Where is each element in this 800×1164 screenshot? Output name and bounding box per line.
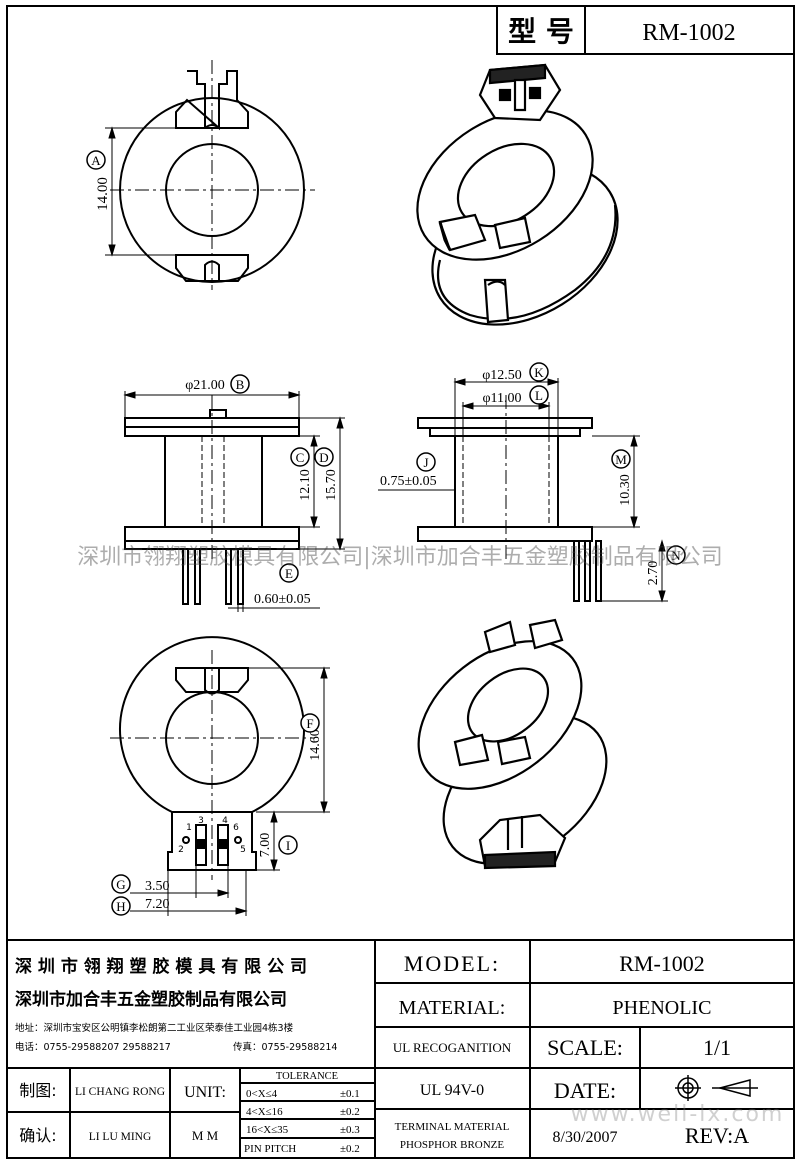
dim-3-50: 3.50 <box>145 879 170 894</box>
dim-0-60: 0.60±0.05 <box>254 592 311 607</box>
model-value: RM-1002 <box>619 951 705 976</box>
callout-l <box>529 385 549 405</box>
pin-label-4: 4 <box>222 816 228 826</box>
callout-i-label: I <box>286 838 290 853</box>
dim-14-00: 14.00 <box>95 177 111 211</box>
checked-label: 确认: <box>19 1126 56 1145</box>
date-value: 8/30/2007 <box>553 1129 618 1146</box>
view-side-left <box>123 391 345 612</box>
type-value: RM-1002 <box>642 20 735 46</box>
ul-value: UL 94V-0 <box>420 1082 484 1099</box>
dim-2-70: 2.70 <box>646 561 661 586</box>
tol-value-2: ±0.3 <box>340 1124 360 1136</box>
view-bottom-front <box>110 636 330 916</box>
callout-c <box>290 447 310 467</box>
tol-value-1: ±0.2 <box>340 1106 360 1118</box>
callout-b-label: B <box>236 377 245 392</box>
callout-g <box>111 874 131 894</box>
unit-label: UNIT: <box>184 1084 226 1101</box>
callout-h-label: H <box>116 899 125 914</box>
callout-a-label: A <box>91 153 101 168</box>
callout-d <box>314 447 334 467</box>
terminal-material-1: TERMINAL MATERIAL <box>395 1121 510 1133</box>
callout-a <box>86 150 106 170</box>
model-label: MODEL: <box>404 951 500 976</box>
drawn-label: 制图: <box>19 1081 56 1100</box>
pin-label-5: 5 <box>240 845 246 855</box>
callout-f-label: F <box>306 716 313 731</box>
tol-range-2: 16<X≤35 <box>246 1124 289 1136</box>
company-name-2: 深圳市加合丰五金塑胶制品有限公司 <box>15 989 287 1010</box>
callout-n-label: N <box>671 548 681 563</box>
ul-label: UL RECOGANITION <box>393 1040 512 1055</box>
rev-label: REV:A <box>685 1123 749 1148</box>
callout-k-label: K <box>534 365 544 380</box>
date-label: DATE: <box>554 1078 616 1103</box>
view-iso-bottom <box>417 618 608 870</box>
title-box: 型 号 RM-1002 <box>496 5 795 55</box>
callout-m <box>611 449 631 469</box>
callout-j-label: J <box>423 455 428 470</box>
callout-k <box>529 362 549 382</box>
projection-symbol-icon <box>675 1075 758 1101</box>
unit-value: M M <box>192 1128 219 1143</box>
type-label: 型 号 <box>508 15 574 48</box>
company-address: 地址：深圳市宝安区公明镇李松朗第二工业区荣泰佳工业园4栋3楼 <box>15 1022 294 1034</box>
callout-e-label: E <box>285 566 293 581</box>
pin-label-1: 1 <box>186 823 192 833</box>
material-value: PHENOLIC <box>613 997 712 1019</box>
sheet-border <box>6 5 795 1159</box>
pin-label-6: 6 <box>233 823 239 833</box>
dim-12-50: φ12.50 <box>482 368 522 383</box>
dim-15-70: 15.70 <box>324 469 339 501</box>
view-top-front <box>105 60 315 290</box>
callout-i <box>278 835 298 855</box>
callout-b <box>230 374 250 394</box>
tol-range-3: PIN PITCH <box>244 1143 296 1155</box>
dim-12-10: 12.10 <box>298 469 313 501</box>
pin-label-3: 3 <box>198 816 204 826</box>
tol-range-0: 0<X≤4 <box>246 1088 278 1100</box>
pin-label-2: 2 <box>178 845 184 855</box>
dim-11-00: φ11.00 <box>482 391 521 406</box>
callout-c-label: C <box>296 450 305 465</box>
terminal-material-2: PHOSPHOR BRONZE <box>400 1139 504 1151</box>
dim-7-20: 7.20 <box>145 897 170 912</box>
company-name-1: 深 圳 市 翎 翔 塑 胶 模 具 有 限 公 司 <box>15 956 307 977</box>
callout-h <box>111 896 131 916</box>
checked-by: LI LU MING <box>89 1131 152 1143</box>
tol-range-1: 4<X≤16 <box>246 1106 283 1118</box>
dim-7-00: 7.00 <box>258 833 273 858</box>
callout-g-label: G <box>116 877 125 892</box>
callout-j <box>416 452 436 472</box>
footer-table <box>7 939 794 1158</box>
callout-e <box>279 563 299 583</box>
callout-f <box>300 713 320 733</box>
material-label: MATERIAL: <box>399 997 506 1019</box>
callout-d-label: D <box>319 450 328 465</box>
scale-label: SCALE: <box>547 1035 623 1060</box>
tolerance-header: TOLERANCE <box>276 1071 338 1082</box>
view-iso-top <box>416 63 619 326</box>
dim-14-60: 14.60 <box>308 729 323 761</box>
dim-21-00: φ21.00 <box>185 378 225 393</box>
callout-n <box>666 545 686 565</box>
company-phone: 电话：0755-29588207 29588217 <box>15 1041 171 1053</box>
dim-10-30: 10.30 <box>618 474 633 506</box>
callout-m-label: M <box>615 452 627 467</box>
tol-value-3: ±0.2 <box>340 1143 360 1155</box>
company-fax: 传真：0755-29588214 <box>233 1041 337 1053</box>
callout-l-label: L <box>535 388 543 403</box>
tol-value-0: ±0.1 <box>340 1088 360 1100</box>
dim-0-75: 0.75±0.05 <box>380 474 437 489</box>
drawn-by: LI CHANG RONG <box>75 1086 165 1098</box>
view-side-right <box>378 378 668 603</box>
scale-value: 1/1 <box>703 1035 731 1060</box>
